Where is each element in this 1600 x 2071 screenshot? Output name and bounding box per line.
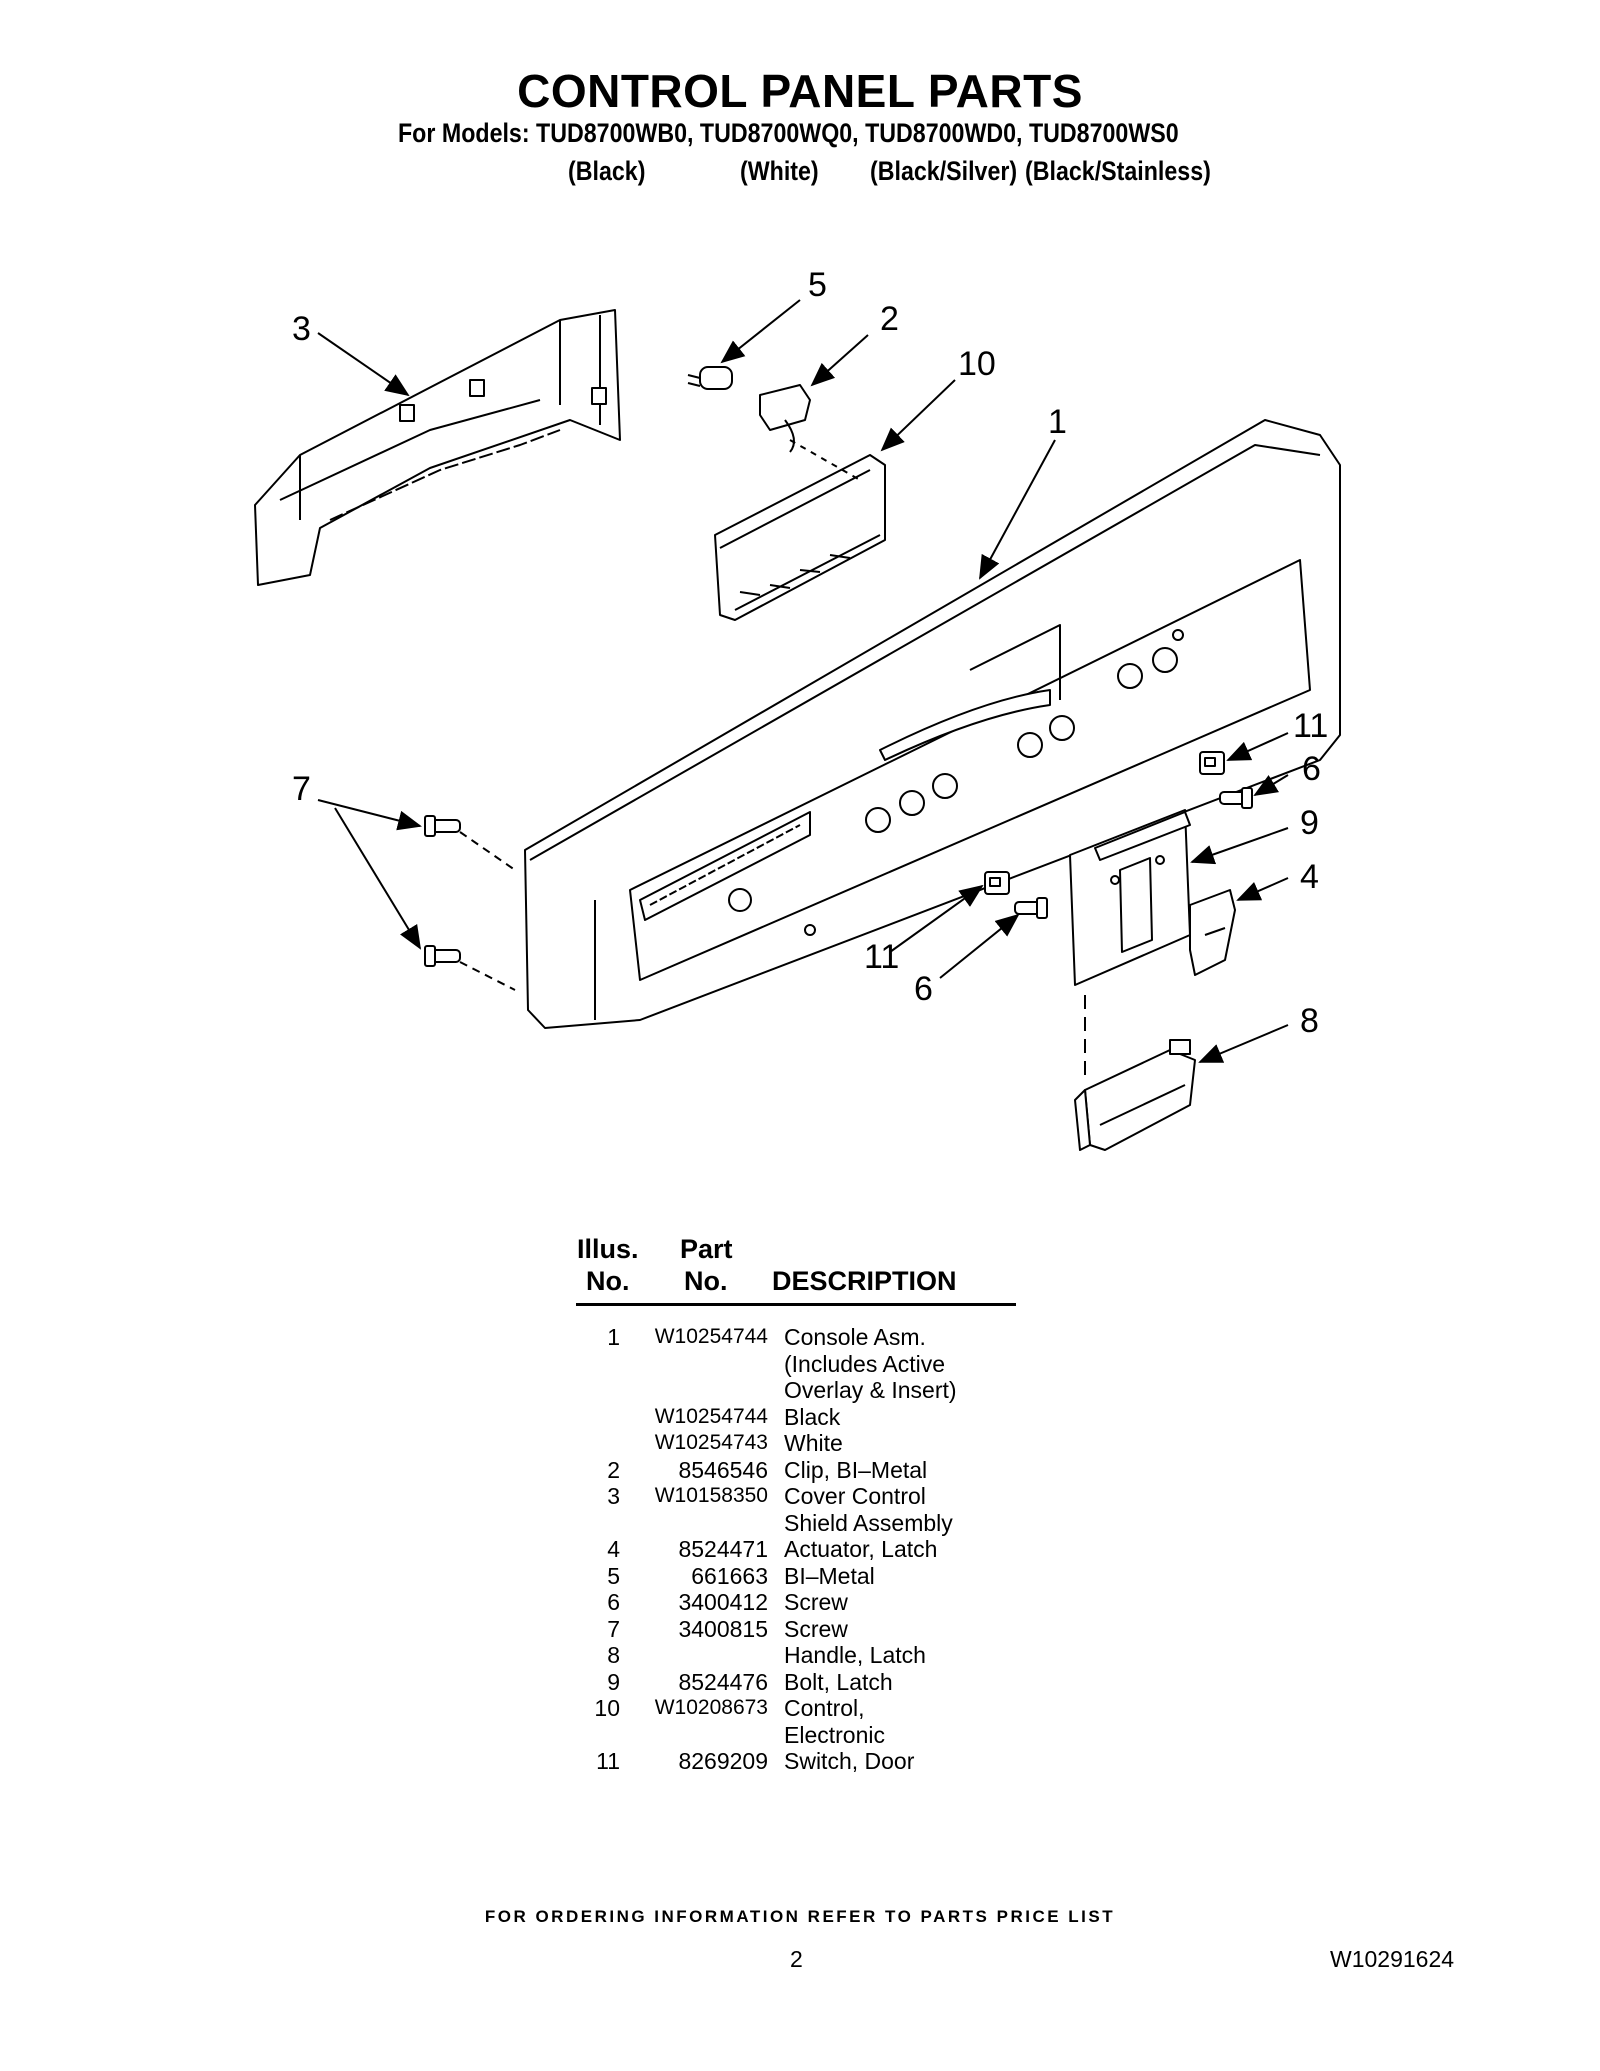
description-cell: White bbox=[784, 1430, 843, 1456]
bi-metal-part bbox=[687, 366, 733, 390]
page-title: CONTROL PANEL PARTS bbox=[517, 65, 1083, 117]
illus-no-cell: 3 bbox=[607, 1483, 620, 1509]
electronic-control-part bbox=[714, 454, 886, 621]
color-black-silver-label: (Black/Silver) bbox=[870, 156, 1018, 186]
callout-10: 10 bbox=[958, 345, 996, 383]
clip-part bbox=[759, 384, 811, 453]
color-white-label: (White) bbox=[740, 156, 819, 186]
illus-no-cell: 8 bbox=[607, 1642, 620, 1668]
console-assembly-part bbox=[524, 419, 1341, 1029]
part-no-cell: 661663 bbox=[691, 1562, 768, 1589]
callout-8: 8 bbox=[1300, 1002, 1319, 1040]
illus-no-cell: 5 bbox=[607, 1562, 620, 1589]
illus-no-cell: 10 bbox=[594, 1695, 620, 1721]
bolt-latch-part bbox=[1069, 809, 1191, 986]
part-no-cell: 8524476 bbox=[678, 1668, 768, 1695]
illus-no-cell: 7 bbox=[607, 1615, 620, 1642]
table-header-rule bbox=[576, 1303, 1016, 1306]
callout-4: 4 bbox=[1300, 858, 1319, 896]
door-switch-lower-part bbox=[984, 871, 1010, 895]
models-line: For Models: TUD8700WB0, TUD8700WQ0, TUD8… bbox=[398, 118, 1179, 148]
screw-6-lower-part bbox=[1014, 897, 1048, 919]
part-no-cell: W10208673 bbox=[654, 1696, 768, 1719]
description-cell: Bolt, Latch bbox=[784, 1668, 893, 1695]
part-header-top: Part bbox=[680, 1234, 733, 1264]
screw-6-upper-part bbox=[1219, 787, 1253, 809]
screw-7-upper-part bbox=[424, 815, 461, 837]
description-cell: Console Asm. bbox=[784, 1324, 926, 1350]
description-cell: Cover Control bbox=[784, 1483, 926, 1509]
door-switch-upper-part bbox=[1199, 751, 1225, 775]
part-no-cell: W10254744 bbox=[654, 1404, 768, 1428]
description-cell: Clip, BI–Metal bbox=[784, 1456, 928, 1483]
description-cell: Overlay & Insert) bbox=[784, 1377, 957, 1403]
illus-no-cell: 9 bbox=[607, 1668, 620, 1695]
description-cell: Actuator, Latch bbox=[784, 1536, 938, 1562]
callout-5: 5 bbox=[808, 266, 827, 304]
illus-no-cell: 1 bbox=[607, 1324, 620, 1350]
page-number: 2 bbox=[790, 1946, 803, 1972]
exploded-parts-diagram: 1 2 3 4 5 6 6 7 8 9 10 11 11 bbox=[254, 266, 1341, 1151]
description-cell: Screw bbox=[784, 1615, 848, 1642]
callout-6-lower: 6 bbox=[914, 970, 933, 1008]
cover-control-shield-part bbox=[254, 309, 621, 586]
description-cell: (Includes Active bbox=[784, 1350, 946, 1377]
screw-7-lower-part bbox=[424, 945, 461, 967]
color-black-stainless-label: (Black/Stainless) bbox=[1025, 156, 1211, 186]
callout-7: 7 bbox=[292, 770, 311, 808]
callout-9: 9 bbox=[1300, 804, 1319, 842]
illus-no-cell: 6 bbox=[607, 1589, 620, 1615]
part-no-cell: W10158350 bbox=[654, 1484, 768, 1507]
part-no-cell: 8524471 bbox=[678, 1536, 768, 1562]
part-no-cell: 8269209 bbox=[678, 1748, 768, 1774]
part-no-cell: W10254744 bbox=[654, 1325, 768, 1348]
illus-no-cell: 4 bbox=[607, 1536, 620, 1562]
description-cell: Handle, Latch bbox=[784, 1642, 926, 1668]
callout-11-lower: 11 bbox=[864, 938, 899, 976]
part-no-cell: 8546546 bbox=[678, 1456, 768, 1483]
description-cell: Electronic bbox=[784, 1721, 885, 1748]
callout-1: 1 bbox=[1048, 403, 1067, 441]
handle-latch-part bbox=[1074, 1039, 1196, 1151]
description-cell: BI–Metal bbox=[784, 1562, 875, 1589]
description-cell: Switch, Door bbox=[784, 1748, 915, 1774]
part-header-bottom: No. bbox=[684, 1266, 728, 1296]
description-cell: Screw bbox=[784, 1589, 848, 1615]
part-no-cell: W10254743 bbox=[654, 1431, 768, 1454]
description-cell: Control, bbox=[784, 1695, 865, 1721]
illus-header-top: Illus. bbox=[577, 1234, 639, 1264]
actuator-latch-part bbox=[1189, 889, 1236, 976]
description-cell: Black bbox=[784, 1403, 841, 1430]
document-number: W10291624 bbox=[1330, 1946, 1455, 1972]
part-no-cell: 3400412 bbox=[678, 1589, 768, 1615]
description-header: DESCRIPTION bbox=[772, 1266, 957, 1296]
callout-6-upper: 6 bbox=[1302, 750, 1321, 788]
illus-header-bottom: No. bbox=[586, 1266, 630, 1296]
description-cell: Shield Assembly bbox=[784, 1509, 953, 1536]
callout-2: 2 bbox=[880, 300, 899, 338]
color-black-label: (Black) bbox=[568, 156, 646, 186]
illus-no-cell: 11 bbox=[596, 1748, 620, 1774]
callout-11-upper: 11 bbox=[1293, 707, 1328, 745]
ordering-note: FOR ORDERING INFORMATION REFER TO PARTS … bbox=[484, 1907, 1116, 1926]
illus-no-cell: 2 bbox=[607, 1456, 620, 1483]
callout-3: 3 bbox=[292, 310, 311, 348]
part-no-cell: 3400815 bbox=[678, 1615, 768, 1642]
